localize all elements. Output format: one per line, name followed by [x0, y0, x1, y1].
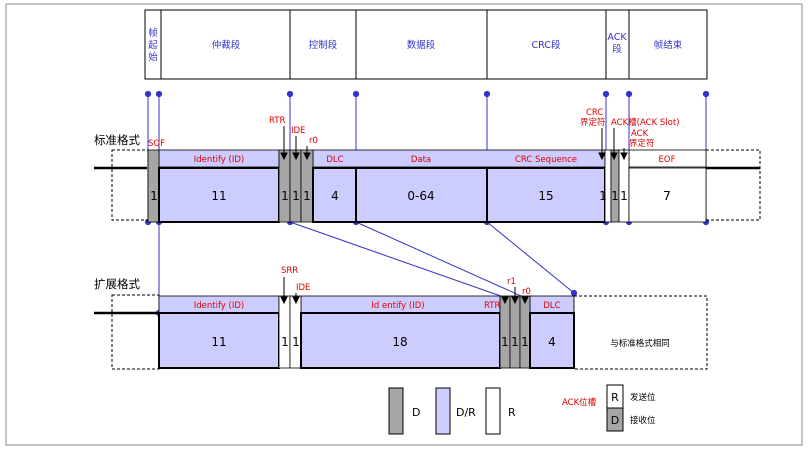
ext-field-identify2: Id entify (ID): [371, 301, 424, 311]
header-crc: CRC段: [532, 39, 561, 51]
header-arbitration: 仲裁段: [212, 39, 241, 51]
header-ack-line1: ACK: [607, 32, 627, 43]
header-data: 数据段: [407, 39, 436, 51]
std-label-ack-delim-2: 界定符: [629, 138, 655, 149]
legend-send-key: R: [611, 391, 619, 404]
legend-dr-label: D/R: [456, 406, 476, 419]
legend-dr-swatch: [435, 387, 451, 435]
legend: D D/R R ACK位槽 R D 发送位 接收位: [388, 384, 656, 435]
std-field-identify: Identify (ID): [194, 155, 244, 165]
std-bits-data: 0-64: [407, 189, 434, 203]
ext-same-as-standard: 与标准格式相同: [610, 338, 670, 349]
ext-bits-rtr: 1: [501, 335, 509, 349]
std-bits-crc-delim: 1: [599, 189, 607, 203]
std-bits-ide: 1: [292, 189, 300, 203]
ext-bits-id1: 11: [211, 335, 226, 349]
standard-title: 标准格式: [94, 133, 140, 147]
std-bits-ack-slot: 1: [611, 189, 619, 203]
extended-format: 扩展格式 Identify (ID) Id entify (ID) DLC 11…: [94, 266, 708, 370]
std-label-r0: r0: [309, 136, 318, 146]
std-bits-id: 11: [211, 189, 226, 203]
ext-field-identify1: Identify (ID): [194, 301, 244, 311]
header-sof-line3: 始: [148, 51, 158, 63]
extended-title: 扩展格式: [94, 277, 140, 291]
std-field-crc: CRC Sequence: [515, 155, 577, 165]
header-eof: 帧结束: [654, 39, 683, 51]
legend-recv-label: 接收位: [630, 415, 656, 426]
header-sof-line1: 帧: [148, 27, 158, 39]
ext-bits-dlc: 4: [548, 335, 556, 349]
std-bits-dlc: 4: [331, 189, 339, 203]
ext-bits-srr: 1: [281, 335, 289, 349]
ext-field-dlc: DLC: [543, 301, 560, 311]
legend-recv-key: D: [611, 414, 619, 427]
ext-label-srr: SRR: [281, 266, 298, 276]
header-sof-line2: 起: [148, 40, 158, 51]
std-label-sof: SOF: [148, 139, 165, 149]
segment-header: 帧 起 始 仲裁段 控制段 数据段 CRC段 ACK 段 帧结束: [144, 9, 708, 80]
legend-d-swatch: [388, 387, 404, 435]
ext-label-rtr: RTR: [484, 301, 500, 311]
ext-label-r0: r0: [522, 287, 531, 297]
ext-bits-r1: 1: [511, 335, 519, 349]
std-label-crc-delim-2: 界定符: [580, 117, 606, 128]
std-field-eof: EOF: [659, 155, 676, 165]
std-field-data: Data: [411, 155, 431, 165]
std-label-ide: IDE: [291, 126, 305, 136]
std-bits-r0: 1: [303, 189, 311, 203]
standard-format: 标准格式 Identify (ID) DLC Data CRC Sequence…: [94, 108, 761, 223]
ext-bits-id2: 18: [392, 335, 407, 349]
legend-recv-swatch: [606, 407, 624, 432]
legend-send-label: 发送位: [630, 392, 656, 403]
std-label-ack-delim-1: ACK: [631, 129, 649, 139]
ext-label-ide: IDE: [296, 283, 310, 293]
legend-r-swatch: [485, 387, 501, 435]
std-bits-rtr: 1: [281, 189, 289, 203]
std-label-rtr: RTR: [269, 116, 285, 126]
ext-label-r1: r1: [507, 277, 516, 287]
std-bits-sof: 1: [150, 189, 158, 203]
std-field-dlc: DLC: [326, 155, 343, 165]
ext-bits-ide: 1: [292, 335, 300, 349]
header-control: 控制段: [309, 39, 338, 51]
std-bits-crc: 15: [538, 189, 553, 203]
header-ack-line2: 段: [612, 43, 622, 55]
legend-ack-bits: ACK位槽: [562, 397, 597, 408]
legend-r-label: R: [508, 406, 516, 419]
std-label-crc-delim-1: CRC: [586, 108, 603, 118]
legend-d-label: D: [412, 406, 420, 419]
std-bits-ack-delim: 1: [620, 189, 628, 203]
std-bits-eof: 7: [663, 189, 671, 203]
std-label-ack-slot: ACK槽(ACK Slot): [611, 117, 679, 128]
ext-bits-r0: 1: [521, 335, 529, 349]
